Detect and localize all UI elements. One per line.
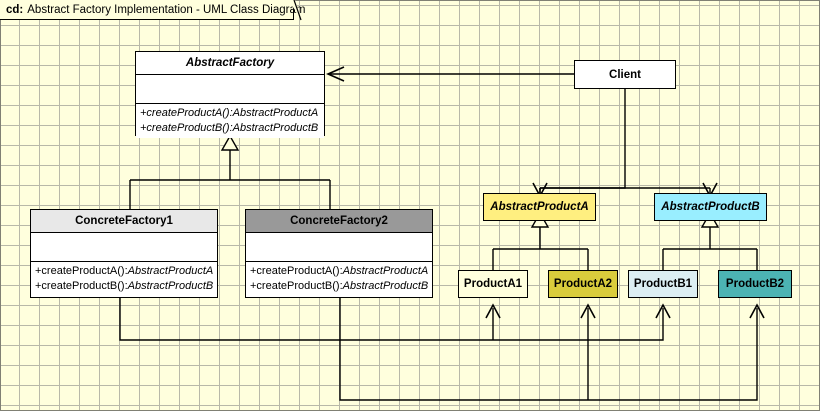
class-product-a2[interactable]: ProductA2	[548, 270, 618, 298]
operation-create-product-b: +createProductB():AbstractProductB	[250, 280, 429, 292]
link-client-to-abstractproducts	[532, 89, 718, 198]
link-factories-to-abstractfactory	[129, 134, 331, 209]
class-concrete-factory-2-name: ConcreteFactory2	[246, 210, 432, 232]
diagram-kind-label: cd:	[6, 3, 24, 16]
class-abstract-product-b-name: AbstractProductB	[661, 201, 760, 213]
class-concrete-factory-1-operations: +createProductA():AbstractProductA +crea…	[31, 261, 217, 296]
class-product-b2[interactable]: ProductB2	[718, 270, 792, 298]
class-concrete-factory-1-attributes	[31, 232, 217, 261]
class-product-b1[interactable]: ProductB1	[628, 270, 698, 298]
diagram-title: Abstract Factory Implementation - UML Cl…	[27, 3, 306, 16]
diagram-title-tab: cd: Abstract Factory Implementation - UM…	[0, 0, 305, 20]
class-abstract-factory-attributes	[136, 74, 324, 103]
class-client-name: Client	[609, 68, 641, 81]
class-concrete-factory-1[interactable]: ConcreteFactory1 +createProductA():Abstr…	[30, 209, 218, 298]
class-concrete-factory-2-operations: +createProductA():AbstractProductA +crea…	[246, 261, 432, 296]
class-abstract-product-a-name: AbstractProductA	[490, 201, 589, 213]
link-products-b-to-abstractproductb	[662, 211, 758, 270]
class-abstract-product-b[interactable]: AbstractProductB	[654, 193, 767, 221]
operation-create-product-a: +createProductA():AbstractProductA	[35, 265, 214, 277]
class-product-a2-name: ProductA2	[553, 278, 613, 290]
class-abstract-product-a[interactable]: AbstractProductA	[483, 193, 596, 221]
class-abstract-factory-operations: +createProductA():AbstractProductA +crea…	[136, 103, 324, 138]
class-product-b2-name: ProductB2	[725, 278, 785, 290]
class-concrete-factory-2[interactable]: ConcreteFactory2 +createProductA():Abstr…	[245, 209, 433, 298]
operation-create-product-b: +createProductB():AbstractProductB	[35, 280, 214, 292]
class-client[interactable]: Client	[574, 60, 676, 89]
operation-create-product-b: +createProductB():AbstractProductB	[140, 122, 319, 134]
class-product-b1-name: ProductB1	[633, 278, 693, 290]
link-concretefactory1-to-products	[119, 298, 671, 341]
operation-create-product-a: +createProductA():AbstractProductA	[250, 265, 429, 277]
link-concretefactory2-to-products	[339, 298, 765, 401]
link-client-to-abstractfactory	[326, 66, 574, 82]
class-product-a1[interactable]: ProductA1	[458, 270, 528, 298]
link-products-a-to-abstractproducta	[492, 211, 589, 270]
operation-create-product-a: +createProductA():AbstractProductA	[140, 107, 319, 119]
class-abstract-factory-name: AbstractFactory	[185, 57, 275, 69]
class-concrete-factory-1-name: ConcreteFactory1	[31, 210, 217, 232]
class-abstract-factory[interactable]: AbstractFactory +createProductA():Abstra…	[135, 51, 325, 138]
class-product-a1-name: ProductA1	[463, 278, 523, 290]
class-concrete-factory-2-attributes	[246, 232, 432, 261]
